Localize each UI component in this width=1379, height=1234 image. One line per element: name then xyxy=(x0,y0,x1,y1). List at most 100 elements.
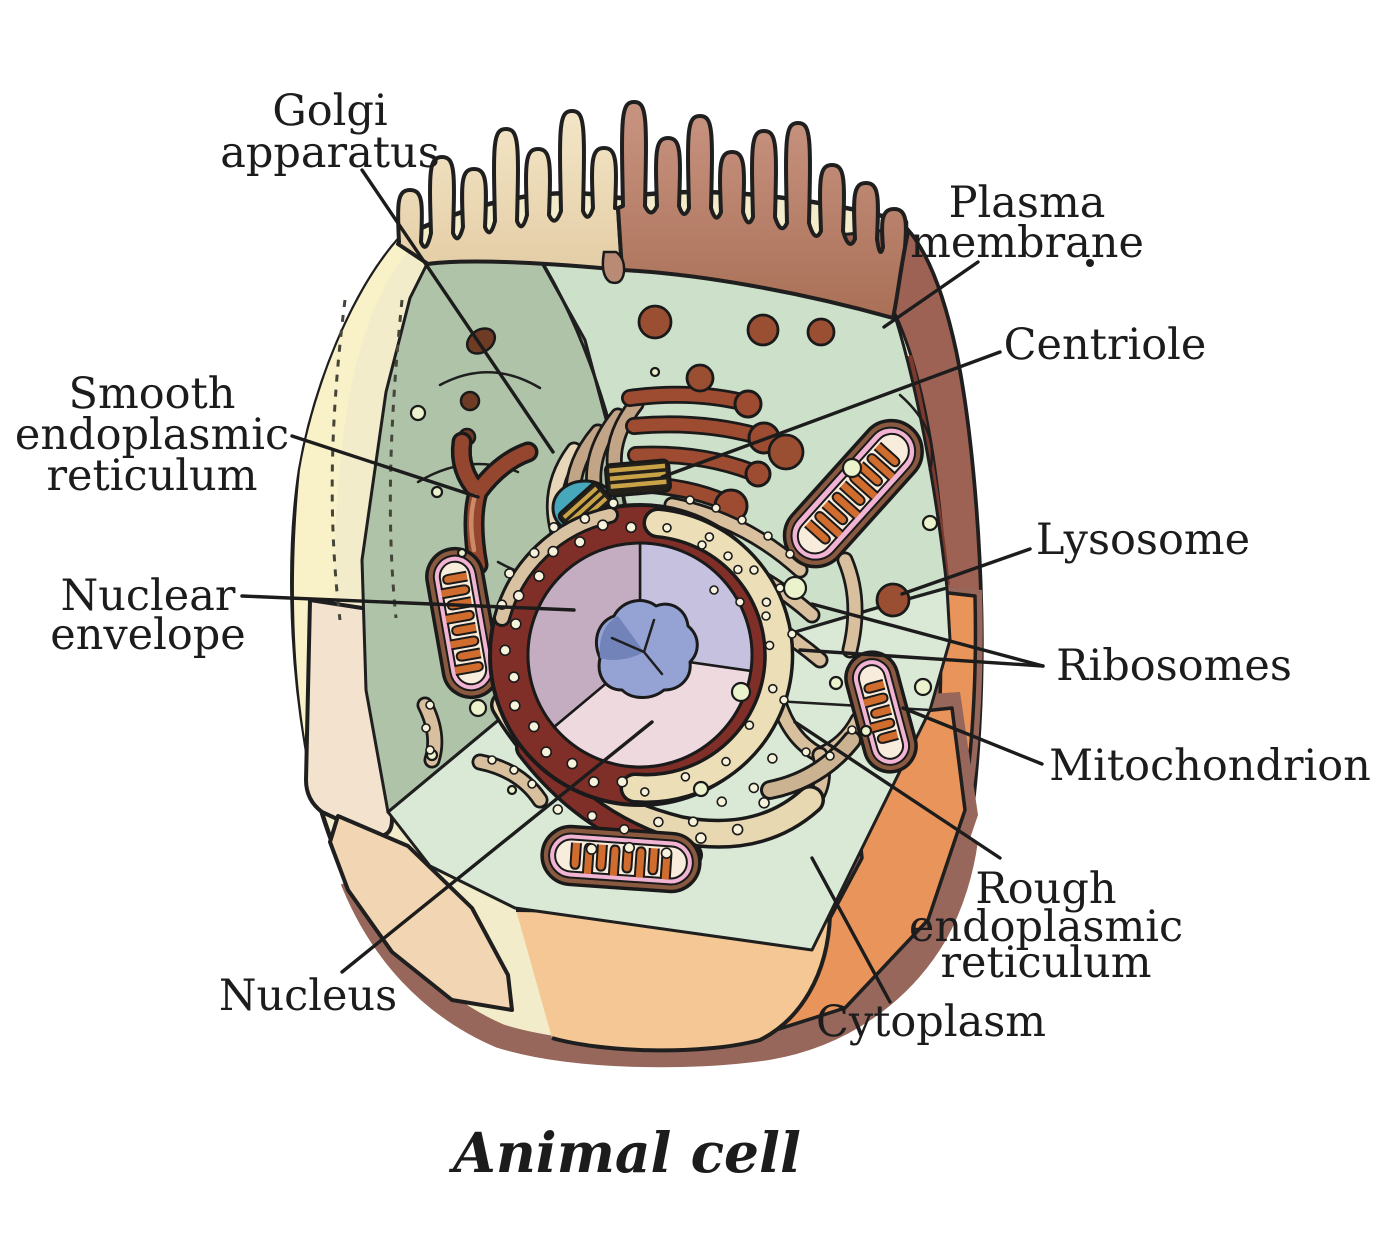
organelles xyxy=(409,304,939,894)
label-text: reticulum xyxy=(940,938,1151,988)
cytoskeleton-thread xyxy=(438,370,542,390)
nuclear-pore xyxy=(548,521,560,533)
endocytic-vesicle xyxy=(601,250,626,285)
nuclear-pore xyxy=(687,816,699,828)
nuclear-pore xyxy=(625,521,637,534)
leader-nuclear-envelope xyxy=(240,594,576,612)
nuclear-pore xyxy=(512,589,525,602)
golgi-apparatus xyxy=(545,385,781,541)
nuclear-pore xyxy=(533,570,545,583)
mitochondrion-right-upper xyxy=(782,418,924,569)
vesicle-dark xyxy=(459,390,481,412)
nuclear-pore xyxy=(731,823,744,836)
label-text: Ribosomes xyxy=(1056,641,1292,691)
label-mitochondrion: Mitochondrion xyxy=(1049,741,1371,791)
label-text: envelope xyxy=(50,610,246,660)
nuclear-pore xyxy=(695,832,707,844)
nuclear-pore xyxy=(574,536,586,548)
nuclear-pore xyxy=(528,547,540,559)
nuclear-pore xyxy=(586,810,598,822)
nuclear-pore xyxy=(721,756,731,767)
vesicle-brown xyxy=(746,313,780,347)
leader-mitochondrion xyxy=(901,706,1044,766)
mitochondrion-bottom xyxy=(540,824,702,894)
nuclear-pore xyxy=(704,532,715,542)
leader-lysosome xyxy=(900,547,1032,596)
label-cytoplasm: Cytoplasm xyxy=(816,997,1046,1047)
label-smooth-er: Smooth endoplasmic reticulum xyxy=(15,369,289,501)
mitochondrion-right-lower xyxy=(844,650,918,774)
label-golgi-apparatus: Golgi apparatus xyxy=(220,86,440,178)
nuclear-pore xyxy=(748,782,760,794)
membrane-label-dot xyxy=(1086,259,1094,267)
label-text: apparatus xyxy=(220,128,440,178)
nuclear-pore xyxy=(623,841,636,854)
label-ribosomes: Ribosomes xyxy=(1056,641,1292,691)
diagram-title: Animal cell xyxy=(448,1120,801,1185)
label-rough-er: Rough endoplasmic reticulum xyxy=(909,864,1183,988)
nuclear-pore xyxy=(733,564,743,575)
ribosome-dots xyxy=(421,495,857,789)
leader-plasma-membrane xyxy=(882,260,980,329)
label-text: Plasma xyxy=(949,178,1106,228)
nuclear-pore xyxy=(587,776,600,788)
nuclear-pore xyxy=(767,753,778,764)
nuclear-pore xyxy=(540,746,553,758)
vesicle-brown xyxy=(685,363,715,393)
nuclear-pore xyxy=(596,519,609,532)
microvilli-fringe-left xyxy=(396,109,624,272)
leader-rough-er xyxy=(793,720,1002,860)
label-nucleus: Nucleus xyxy=(219,971,397,1021)
nuclear-pore xyxy=(767,683,778,694)
leader-ribosomes-2 xyxy=(798,648,1045,668)
nuclear-pore xyxy=(552,804,564,815)
nuclear-pore xyxy=(579,513,591,525)
label-text: Nucleus xyxy=(219,971,397,1021)
vesicle-brown xyxy=(767,433,805,471)
labels: Golgi apparatus Plasma membrane Centriol… xyxy=(15,86,1371,1185)
label-text: Smooth xyxy=(69,369,236,419)
label-plasma-membrane: Plasma membrane xyxy=(910,178,1144,268)
nuclear-pore xyxy=(585,843,598,855)
vesicle-brown xyxy=(637,304,673,340)
nuclear-pore xyxy=(744,720,755,731)
nuclear-pore xyxy=(547,545,560,558)
leader-nucleus xyxy=(340,720,654,974)
label-text: Cytoplasm xyxy=(816,997,1046,1047)
label-text: endoplasmic xyxy=(909,902,1183,952)
leader-smooth-er xyxy=(290,434,480,499)
vesicle-brown xyxy=(806,317,836,347)
leader-lines xyxy=(240,168,1094,1004)
label-text: Nuclear xyxy=(61,571,236,621)
nuclear-pore xyxy=(660,847,673,860)
label-text: Lysosome xyxy=(1036,515,1250,565)
cytoskeleton-thread xyxy=(898,393,934,472)
membrane-panel-left-lower xyxy=(328,814,514,1012)
nucleolus xyxy=(595,599,699,699)
nuclear-pore xyxy=(716,796,728,808)
leader-cytoplasm xyxy=(810,856,892,1004)
nuclear-pore xyxy=(508,671,520,684)
nuclear-pore xyxy=(639,787,650,797)
lysosome xyxy=(875,582,911,618)
nuclear-pore xyxy=(504,568,515,579)
nuclear-pore xyxy=(499,644,511,657)
label-text: reticulum xyxy=(46,451,257,501)
nuclear-pore xyxy=(566,757,579,770)
label-text: Golgi xyxy=(272,86,387,136)
nuclear-pore xyxy=(761,597,772,608)
label-text: membrane xyxy=(910,218,1144,268)
nuclear-pore xyxy=(528,720,540,733)
nuclear-pore xyxy=(680,771,691,782)
nuclear-pore xyxy=(758,796,770,809)
leader-ribosomes-1 xyxy=(810,602,1045,668)
nuclear-pore xyxy=(508,699,521,712)
label-text: endoplasmic xyxy=(15,410,289,460)
nuclear-pore xyxy=(653,816,664,828)
leader-centriole xyxy=(660,350,1002,479)
label-centriole: Centriole xyxy=(1004,320,1207,370)
nuclear-pore xyxy=(509,618,522,630)
nuclear-pore xyxy=(662,522,672,533)
